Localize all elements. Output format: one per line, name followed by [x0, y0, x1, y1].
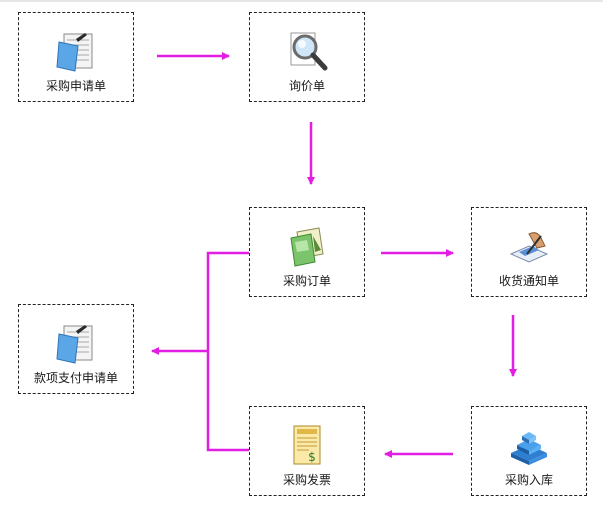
magnifier-icon: [285, 29, 329, 73]
node-receiving-notice[interactable]: 收货通知单: [471, 207, 587, 297]
node-label: 收货通知单: [498, 274, 559, 288]
node-label: 采购入库: [504, 473, 553, 487]
node-label: 采购发票: [282, 473, 331, 487]
form-icon: [54, 321, 98, 365]
signing-icon: [507, 224, 551, 268]
node-inquiry[interactable]: 询价单: [249, 12, 365, 102]
connector-order-invoice: [206, 251, 249, 452]
node-label: 采购订单: [282, 274, 331, 288]
svg-text:$: $: [308, 450, 316, 464]
documents-icon: [285, 224, 329, 268]
warehouse-icon: [507, 423, 551, 467]
node-label: 款项支付申请单: [33, 371, 118, 385]
invoice-icon: $: [285, 423, 329, 467]
node-purchase-request[interactable]: 采购申请单: [18, 12, 134, 102]
node-label: 询价单: [288, 79, 325, 93]
node-purchase-warehousing[interactable]: 采购入库: [471, 406, 587, 496]
top-border-line: [0, 0, 603, 2]
node-purchase-order[interactable]: 采购订单: [249, 207, 365, 297]
node-label: 采购申请单: [45, 79, 106, 93]
node-purchase-invoice[interactable]: $ 采购发票: [249, 406, 365, 496]
node-payment-request[interactable]: 款项支付申请单: [18, 304, 134, 394]
form-icon: [54, 29, 98, 73]
